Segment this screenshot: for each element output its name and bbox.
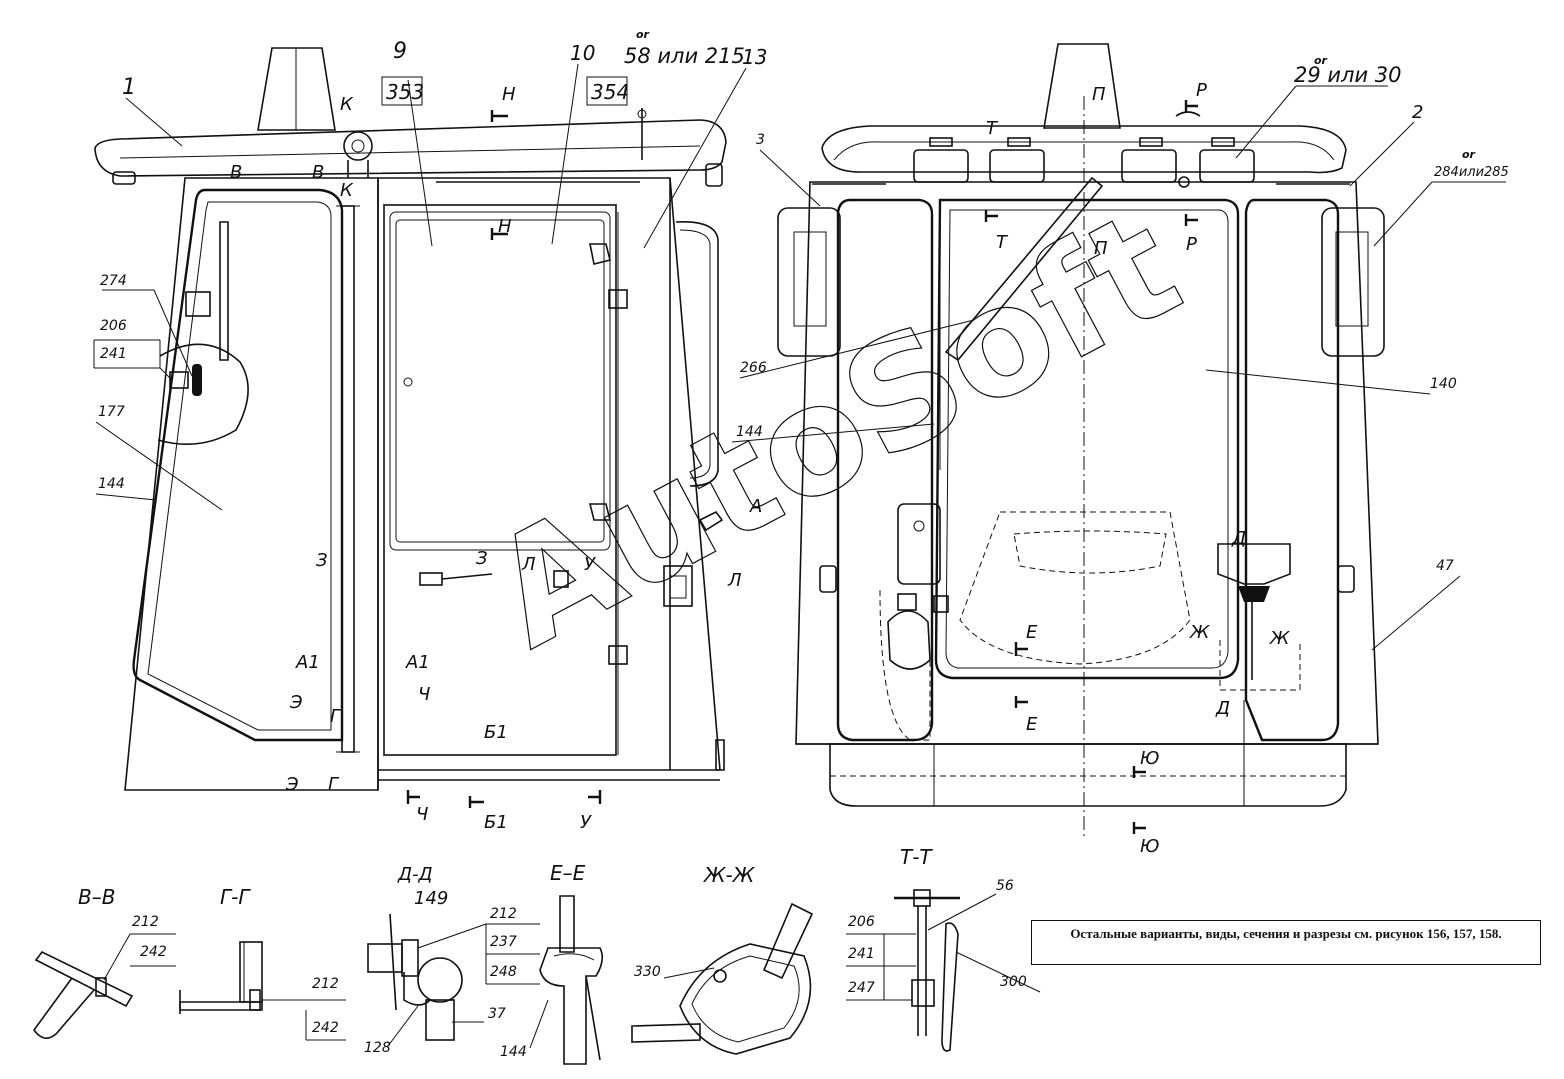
marker-H-top: Н xyxy=(502,84,516,105)
marker-Z-right: З xyxy=(476,548,488,569)
front-view-callouts: or 29 или 30 3 2 or 284или285 266 140 14… xyxy=(731,54,1509,651)
section-dd-237: 237 xyxy=(490,934,517,950)
section-dd-212: 212 xyxy=(490,906,517,922)
or-label-b: or xyxy=(1314,54,1328,67)
or-label-c: or xyxy=(1462,148,1476,161)
callout-140: 140 xyxy=(1430,376,1457,392)
callout-1: 1 xyxy=(122,75,136,100)
marker-U-bottom: У xyxy=(580,812,592,833)
section-ee: Е–Е 144 xyxy=(500,861,604,1065)
marker-CH-top: Ч xyxy=(418,684,430,705)
section-dd: Д-Д 149 212 237 248 37 128 xyxy=(364,864,540,1056)
marker-G-top: Г xyxy=(330,706,342,727)
section-dd-title: Д-Д xyxy=(397,864,433,885)
marker-T-bottom: Т xyxy=(996,232,1009,253)
callout-3: 3 xyxy=(756,132,765,148)
marker-T-top: Т xyxy=(986,118,999,139)
marker-L-right: Л xyxy=(727,570,742,591)
callout-144-side: 144 xyxy=(98,476,125,492)
section-tt: Т-Т 56 206 241 247 300 xyxy=(846,845,1041,1052)
callout-9: 9 xyxy=(393,39,407,64)
section-ee-title: Е–Е xyxy=(550,861,586,885)
marker-G-bottom: Г xyxy=(328,774,340,795)
callout-241: 241 xyxy=(100,346,127,362)
marker-H-mid: Н xyxy=(498,216,512,237)
callout-10: 10 xyxy=(570,41,595,65)
callout-2: 2 xyxy=(1412,102,1423,123)
callout-177: 177 xyxy=(98,404,125,420)
callout-354: 354 xyxy=(591,80,629,104)
section-gg-242: 242 xyxy=(312,1020,339,1036)
front-view xyxy=(777,43,1385,840)
marker-A1-right: А1 xyxy=(405,652,430,673)
callout-266: 266 xyxy=(740,360,767,376)
section-gg-212: 212 xyxy=(312,976,339,992)
marker-A1-left: А1 xyxy=(295,652,320,673)
section-dd-248: 248 xyxy=(490,964,517,980)
marker-K-top: К xyxy=(340,94,354,115)
or-label-a: or xyxy=(636,28,650,41)
callout-353: 353 xyxy=(386,80,424,104)
section-tt-247: 247 xyxy=(848,980,875,996)
marker-L-left: Л xyxy=(521,554,536,575)
section-dd-149: 149 xyxy=(414,888,448,909)
marker-CH-bottom: Ч xyxy=(416,804,428,825)
section-tt-241: 241 xyxy=(848,946,875,962)
marker-E-bottom: Е xyxy=(1026,714,1038,735)
section-vv-title: В–В xyxy=(78,885,115,909)
marker-R-top: Р xyxy=(1196,80,1207,101)
marker-B1-top: Б1 xyxy=(484,722,508,743)
marker-U-top: У xyxy=(584,554,596,575)
marker-ZH-left: Ж xyxy=(1189,622,1210,643)
callout-144-front: 144 xyxy=(736,424,763,440)
side-view-callouts: 1 9 353 10 or 58 или 215 354 13 274 206 … xyxy=(93,28,767,511)
section-vv: В–В 212 242 xyxy=(33,885,176,1039)
marker-A: А xyxy=(749,496,762,517)
callout-47: 47 xyxy=(1436,558,1454,574)
marker-B-right: В xyxy=(312,162,324,183)
marker-YU-top: Ю xyxy=(1140,748,1159,769)
callout-284-or-285: 284или285 xyxy=(1434,165,1509,180)
callout-13: 13 xyxy=(742,45,767,69)
marker-E-rev-top: Э xyxy=(289,692,303,713)
section-ee-144: 144 xyxy=(500,1044,527,1060)
marker-D-bottom: Д xyxy=(1215,698,1230,719)
callout-29-or-30: 29 или 30 xyxy=(1294,63,1402,87)
section-tt-300: 300 xyxy=(1000,974,1027,990)
callout-58-or-215: 58 или 215 xyxy=(624,44,745,68)
marker-R-bottom: Р xyxy=(1186,234,1197,255)
marker-D-top: Д xyxy=(1231,528,1246,549)
side-view xyxy=(94,47,727,791)
section-zhzh-title: Ж-Ж xyxy=(702,863,756,887)
marker-P-top: П xyxy=(1092,84,1106,105)
section-tt-title: Т-Т xyxy=(900,845,933,869)
marker-E-top: Е xyxy=(1026,622,1038,643)
reference-note: Остальные варианты, виды, сечения и разр… xyxy=(1031,920,1541,965)
section-zhzh-330: 330 xyxy=(634,964,661,980)
marker-E-rev-bottom: Э xyxy=(285,774,299,795)
section-vv-212: 212 xyxy=(132,914,159,930)
marker-P-bottom: П xyxy=(1094,238,1108,259)
marker-YU-bottom: Ю xyxy=(1140,836,1159,857)
callout-206: 206 xyxy=(100,318,127,334)
callout-274: 274 xyxy=(100,273,127,289)
marker-B1-bottom: Б1 xyxy=(484,812,508,833)
section-tt-56: 56 xyxy=(996,878,1014,894)
marker-ZH-right: Ж xyxy=(1269,628,1290,649)
marker-Z-left: З xyxy=(316,550,328,571)
front-view-section-markers: П Р Т Т П Р Д Е Ж Ж Д Е Ю Ю xyxy=(984,80,1290,857)
marker-K-bottom: К xyxy=(340,180,354,201)
side-view-section-markers: Н К К В В Н А З З Л Л У А1 А1 Э Г Ч Б1 Э… xyxy=(230,84,762,833)
section-dd-37: 37 xyxy=(488,1006,506,1022)
section-gg-title: Г-Г xyxy=(220,885,251,909)
section-tt-206: 206 xyxy=(848,914,875,930)
marker-B-left: В xyxy=(230,162,242,183)
section-gg: Г-Г 212 242 xyxy=(179,885,346,1041)
section-dd-128: 128 xyxy=(364,1040,391,1056)
section-vv-242: 242 xyxy=(140,944,167,960)
section-zhzh: Ж-Ж 330 xyxy=(631,863,814,1055)
